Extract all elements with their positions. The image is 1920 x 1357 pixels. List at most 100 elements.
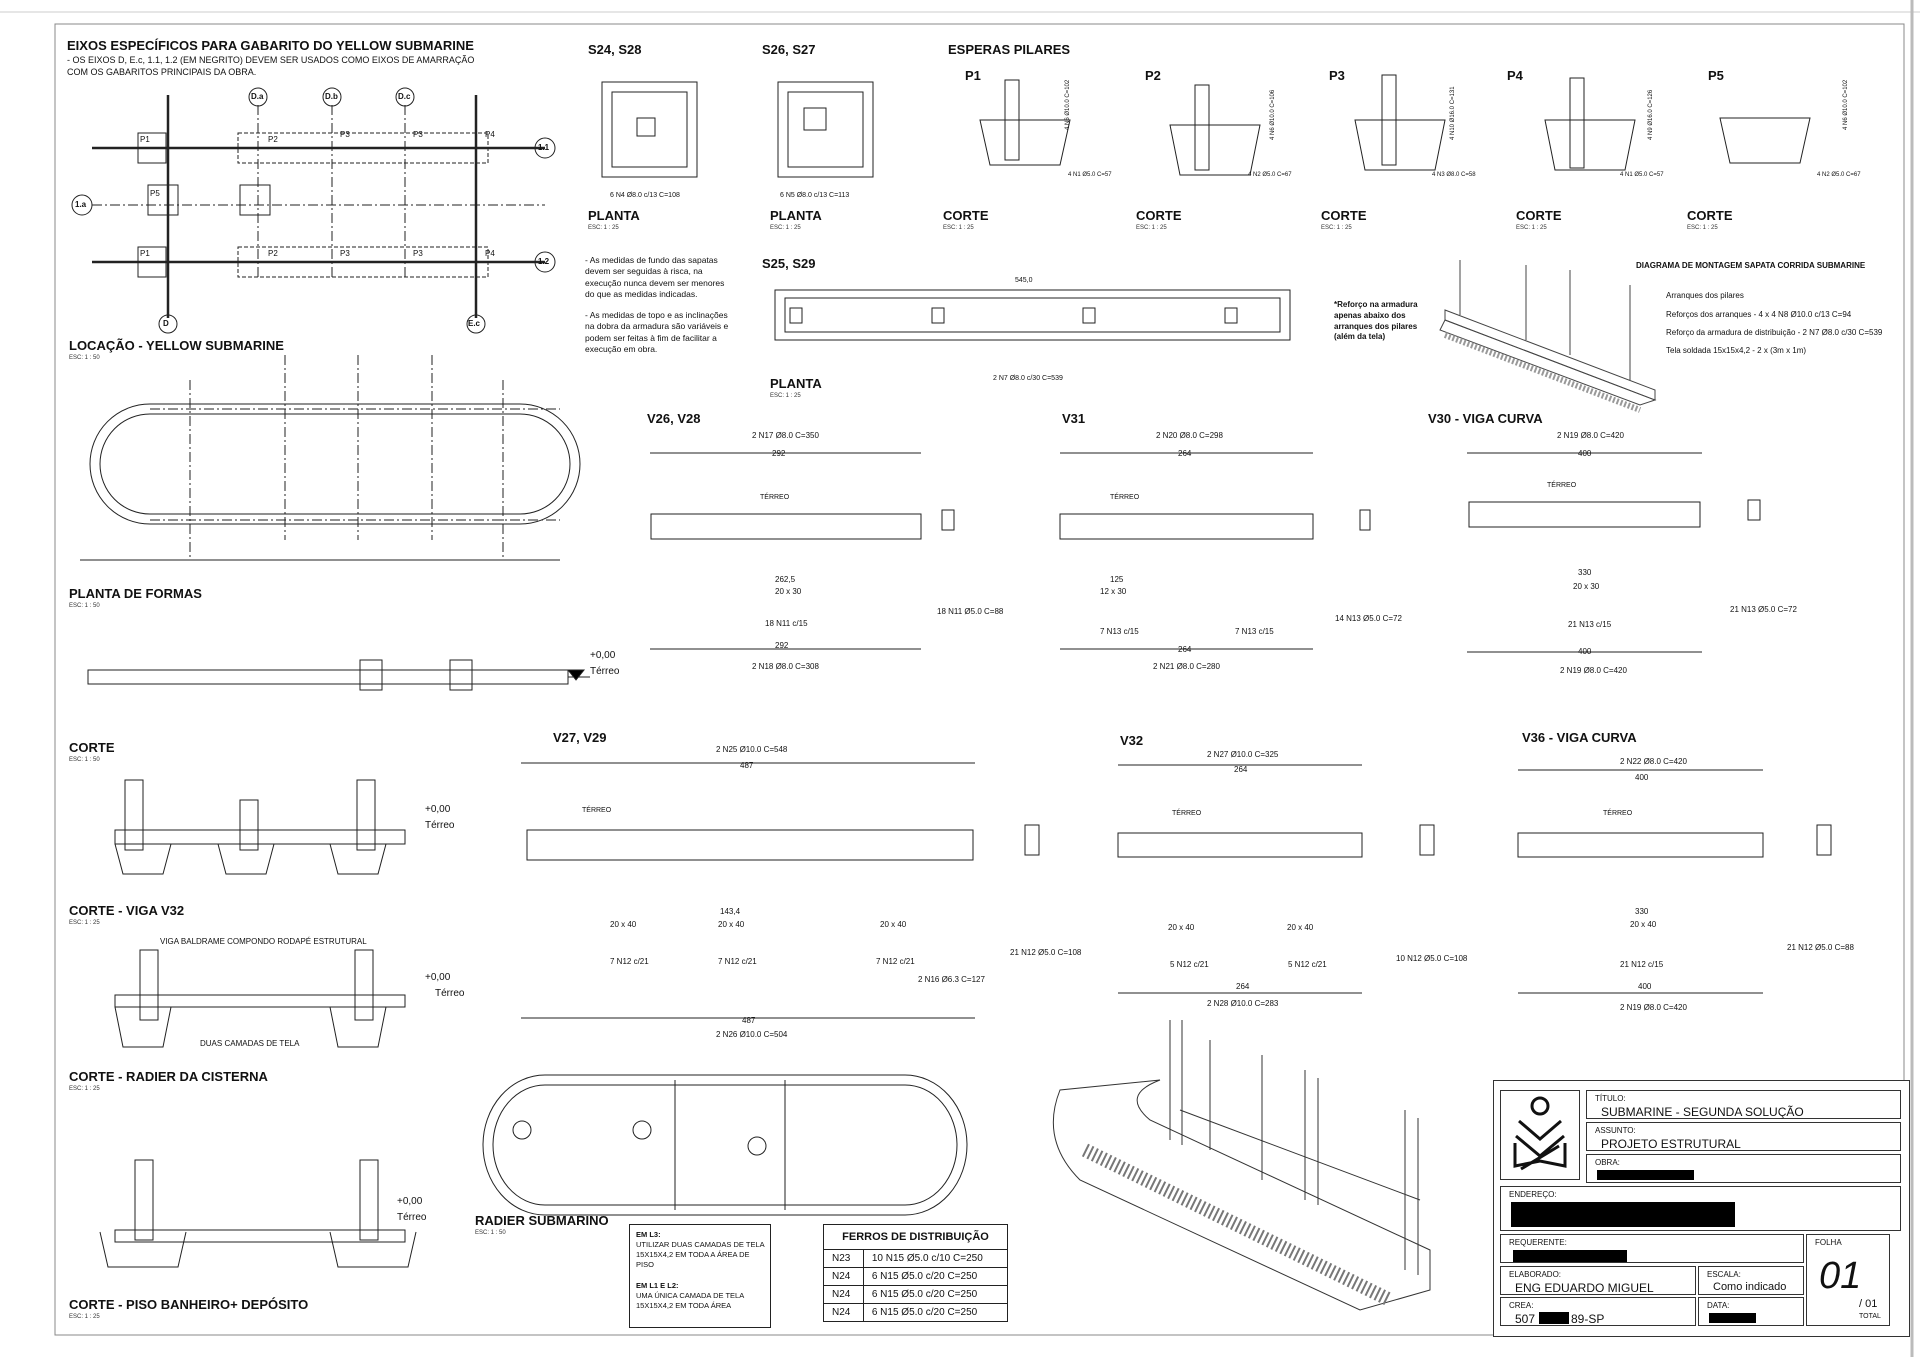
- planta-title: PLANTA: [588, 208, 640, 223]
- espera-p2-title: P2: [1145, 68, 1161, 83]
- beam-bottom-bar: 2 N26 Ø10.0 C=504: [716, 1030, 788, 1039]
- data-label: DATA:: [1707, 1301, 1730, 1310]
- beam-elevations: [521, 452, 1832, 1019]
- pillar-label: P3: [340, 249, 350, 258]
- axis-label-12: 1.2: [538, 257, 550, 266]
- terreo-label: TÉRREO: [1547, 482, 1577, 489]
- espera-p5-title: P5: [1708, 68, 1724, 83]
- beam-spacing: 7 N12 c/21: [876, 957, 915, 966]
- locacao-scale: ESC: 1 : 50: [69, 355, 100, 361]
- planta-scale: ESC: 1 : 25: [770, 225, 801, 231]
- terreo-label: TÉRREO: [1172, 810, 1202, 817]
- beam-top-length: 400: [1635, 773, 1649, 782]
- redacted-block: [1597, 1170, 1694, 1180]
- beam-extra-bar: 2 N16 Ø6.3 C=127: [918, 975, 985, 984]
- elaborado-value: ENG EDUARDO MIGUEL: [1515, 1281, 1654, 1295]
- espera-p5-long: 4 N6 Ø10.0 C=102: [1843, 79, 1849, 130]
- pillar-label: P4: [485, 130, 495, 139]
- beam-span: 262,5: [775, 575, 796, 584]
- planta-scale: ESC: 1 : 25: [588, 225, 619, 231]
- beam-section: 20 x 40: [1287, 923, 1314, 932]
- radier-notes-box: EM L3: UTILIZAR DUAS CAMADAS DE TELA 15X…: [629, 1224, 771, 1328]
- beam-spacing: 5 N12 c/21: [1288, 960, 1327, 969]
- axis-label-ec: E.c: [468, 319, 481, 328]
- corte-v32-scale: ESC: 1 : 25: [69, 920, 100, 926]
- corte-piso-scale: ESC: 1 : 25: [69, 1314, 100, 1320]
- beam-v31-title: V31: [1062, 411, 1086, 426]
- ferros-code: N24: [823, 1285, 864, 1304]
- beam-bottom-length: 264: [1236, 982, 1250, 991]
- beam-top-bar: 2 N22 Ø8.0 C=420: [1620, 757, 1687, 766]
- beam-section: 20 x 30: [1573, 582, 1600, 591]
- radier-title: RADIER SUBMARINO: [475, 1213, 609, 1228]
- corte-cisterna-scale: ESC: 1 : 25: [69, 1086, 100, 1092]
- beam-stirrup: 10 N12 Ø5.0 C=108: [1396, 954, 1468, 963]
- obra-label: OBRA:: [1595, 1158, 1620, 1167]
- beam-spacing: 18 N11 c/15: [765, 619, 808, 628]
- diagram-legend-item: Arranques dos pilares: [1666, 291, 1744, 300]
- pillar-label: P3: [413, 130, 423, 139]
- sapata-corrida-diagram: [1439, 260, 1657, 413]
- beam-stirrup: 21 N13 Ø5.0 C=72: [1730, 605, 1797, 614]
- beam-span: 125: [1110, 575, 1124, 584]
- ferros-title: FERROS DE DISTRIBUIÇÃO: [823, 1224, 1008, 1250]
- beam-section: 20 x 40: [880, 920, 907, 929]
- redacted-block: [1709, 1313, 1756, 1323]
- beam-top-bar: 2 N25 Ø10.0 C=548: [716, 745, 788, 754]
- beam-top-bar: 2 N27 Ø10.0 C=325: [1207, 750, 1279, 759]
- pillar-label: P3: [340, 130, 350, 139]
- planta-formas: [87, 659, 590, 691]
- beam-spacing: 21 N12 c/15: [1620, 960, 1664, 969]
- beam-spacing: 7 N13 c/15: [1100, 627, 1139, 636]
- assunto-label: ASSUNTO:: [1595, 1126, 1636, 1135]
- beam-section: 20 x 40: [718, 920, 745, 929]
- folha-value: 01: [1819, 1255, 1862, 1297]
- corte-scale: ESC: 1 : 25: [1321, 225, 1352, 231]
- eixos-note-1: - OS EIXOS D, E.c, 1.1, 1.2 (EM NEGRITO)…: [67, 55, 475, 65]
- reforco-note: *Reforço na armadura apenas abaixo dos a…: [1334, 300, 1418, 342]
- espera-p1-bar: 4 N1 Ø5.0 C=57: [1068, 172, 1112, 178]
- pillar-label: P1: [140, 249, 150, 258]
- ferros-spec: 6 N15 Ø5.0 c/20 C=250: [862, 1267, 1009, 1286]
- corte-cisterna-title: CORTE - RADIER DA CISTERNA: [69, 1069, 268, 1084]
- planta-formas-scale: ESC: 1 : 50: [69, 603, 100, 609]
- level-label: Térreo: [590, 666, 620, 677]
- corte-title: CORTE: [1687, 208, 1733, 223]
- isometric-view: [1052, 1020, 1431, 1311]
- level-value: +0,00: [590, 650, 616, 661]
- folha-label: FOLHA: [1815, 1238, 1842, 1247]
- beam-section: 20 x 40: [1168, 923, 1195, 932]
- l12-title: EM L1 E L2:: [636, 1280, 679, 1290]
- crea-prefix: 507: [1515, 1312, 1536, 1326]
- espera-p5-bar: 4 N2 Ø5.0 C=67: [1817, 172, 1861, 178]
- l3-title: EM L3:: [636, 1230, 661, 1239]
- ferros-spec: 10 N15 Ø5.0 c/10 C=250: [862, 1249, 1009, 1268]
- pillar-label: P2: [268, 249, 278, 258]
- corte-piso-title: CORTE - PISO BANHEIRO+ DEPÓSITO: [69, 1297, 309, 1312]
- escala-value: Como indicado: [1713, 1281, 1787, 1293]
- sapata-note-2: - As medidas de topo e as inclinações na…: [585, 310, 729, 355]
- beam-v36-title: V36 - VIGA CURVA: [1522, 730, 1637, 745]
- pillar-label: P1: [140, 135, 150, 144]
- beam-bottom-length: 487: [742, 1016, 756, 1025]
- beam-top-length: 264: [1178, 449, 1192, 458]
- eixos-title: EIXOS ESPECÍFICOS PARA GABARITO DO YELLO…: [67, 38, 474, 53]
- espera-p2-long: 4 N6 Ø10.0 C=106: [1270, 89, 1276, 140]
- corte-v32-title: CORTE - VIGA V32: [69, 903, 185, 918]
- radier-scale: ESC: 1 : 50: [475, 1230, 506, 1236]
- beam-spacing: 7 N12 c/21: [610, 957, 649, 966]
- pillar-label: P3: [413, 249, 423, 258]
- s26-s27-title: S26, S27: [762, 42, 816, 57]
- corte-sections: [99, 779, 417, 1268]
- diagram-legend-item: Tela soldada 15x15x4,2 - 2 x (3m x 1m): [1666, 346, 1807, 355]
- eixos-grid: [71, 87, 556, 334]
- axis-label-dc: D.c: [398, 92, 411, 101]
- viga-baldrame-note: VIGA BALDRAME COMPONDO RODAPÉ ESTRUTURAL: [160, 937, 367, 946]
- beam-section: 20 x 40: [1630, 920, 1657, 929]
- elaborado-label: ELABORADO:: [1509, 1270, 1562, 1279]
- axis-label-1a: 1.a: [75, 200, 87, 209]
- sapata-note-1: - As medidas de fundo das sapatas devem …: [585, 255, 725, 300]
